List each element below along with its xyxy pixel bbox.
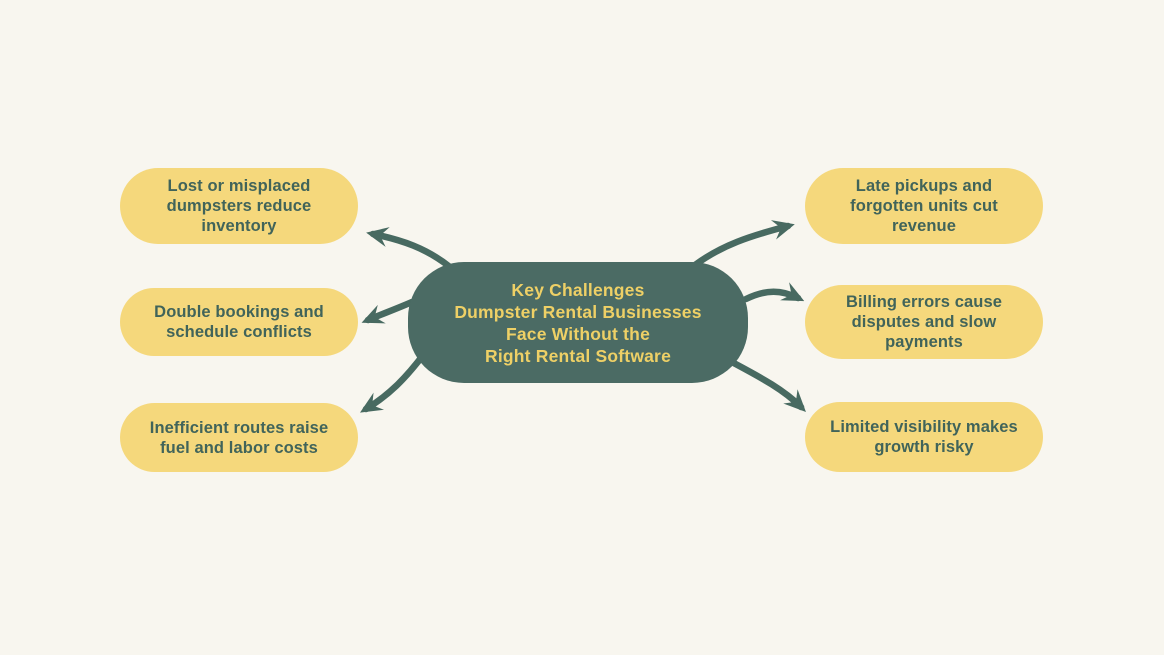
center-topic: Key Challenges Dumpster Rental Businesse… — [408, 262, 748, 383]
center-topic-line: Face Without the — [505, 323, 650, 344]
node-limited-visibility: Limited visibility makes growth risky — [805, 402, 1043, 472]
center-topic-line: Right Rental Software — [484, 345, 672, 366]
node-text-line: Billing errors cause — [845, 293, 1003, 311]
center-topic-line: Key Challenges — [511, 279, 645, 300]
node-text-line: growth risky — [874, 438, 974, 456]
node-inefficient-routes: Inefficient routes raise fuel and labor … — [120, 403, 358, 472]
node-late-pickups: Late pickups and forgotten units cut rev… — [805, 168, 1043, 244]
arrow-to-middle-right-icon — [742, 282, 805, 303]
node-text-line: dumpsters reduce — [166, 197, 312, 215]
center-topic-line: Dumpster Rental Businesses — [454, 301, 702, 322]
node-text-line: Limited visibility makes — [830, 418, 1018, 436]
node-text-line: disputes and slow — [851, 313, 997, 331]
arrow-to-top-left-icon — [366, 227, 454, 271]
node-billing-errors: Billing errors cause disputes and slow p… — [805, 285, 1043, 359]
node-text-line: Inefficient routes raise — [149, 418, 329, 437]
node-text-line: inventory — [201, 217, 277, 235]
node-text-line: schedule conflicts — [166, 323, 312, 341]
node-lost-or-misplaced-dumpsters: Lost or misplaced dumpsters reduce inven… — [120, 168, 358, 244]
node-text-line: fuel and labor costs — [160, 438, 318, 457]
arrow-to-middle-left-icon — [361, 298, 416, 324]
node-text-line: Double bookings and — [154, 303, 324, 321]
node-text-line: payments — [885, 333, 963, 351]
node-text-line: Lost or misplaced — [167, 177, 311, 195]
arrow-to-bottom-left-icon — [360, 350, 428, 413]
node-text-line: forgotten units cut — [850, 197, 998, 215]
node-double-bookings: Double bookings and schedule conflicts — [120, 288, 358, 356]
node-text-line: revenue — [892, 217, 956, 235]
arrow-to-top-right-icon — [691, 220, 795, 269]
node-text-line: Late pickups and — [855, 177, 993, 195]
